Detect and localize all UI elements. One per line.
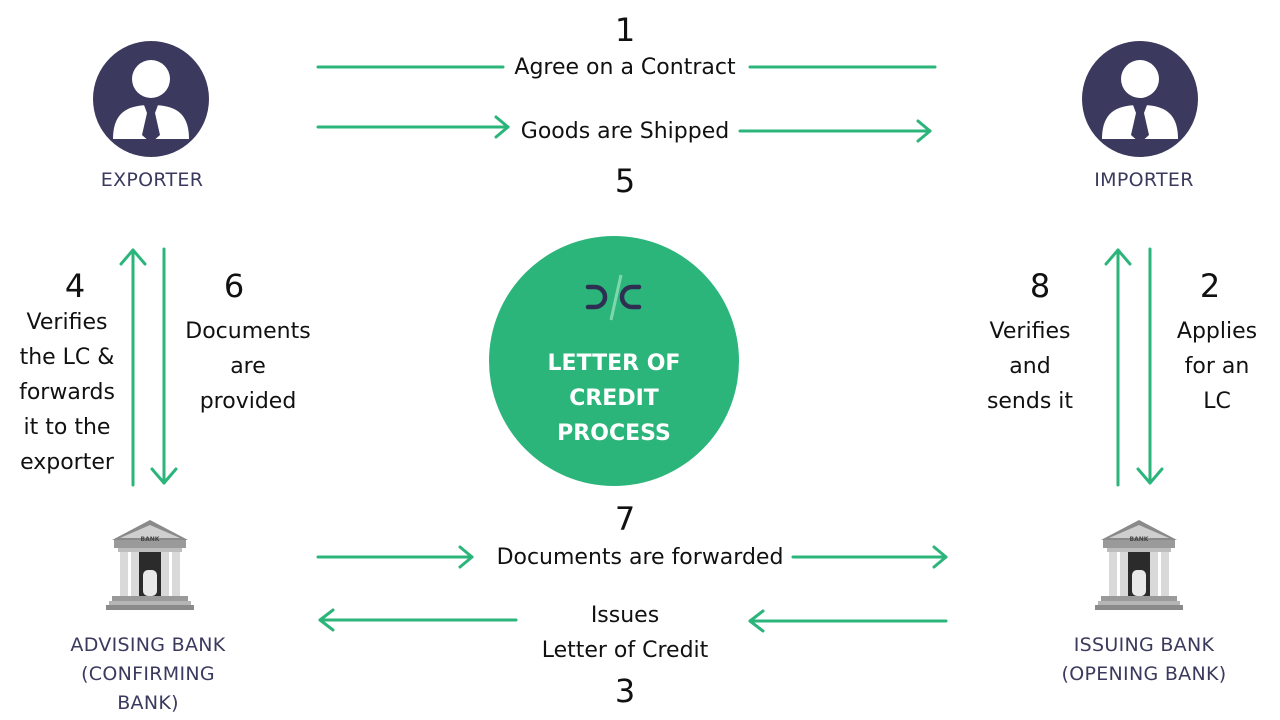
step-8-number: 8 <box>1029 267 1051 305</box>
step-6-line3: provided <box>199 389 297 414</box>
lc-logo-icon <box>585 274 642 321</box>
step-7-number: 7 <box>614 500 636 538</box>
step-4-line1: Verifies <box>26 310 108 335</box>
step-2-line2: for an <box>1184 354 1250 379</box>
step-5-number: 5 <box>614 162 636 200</box>
issuing-bank-line2: (OPENING BANK) <box>1061 663 1227 685</box>
step-7-label: Documents are forwarded <box>496 545 784 570</box>
step-3-line1: Issues <box>590 603 660 628</box>
advising-bank-line3: BANK) <box>117 692 179 714</box>
advising-bank-sign: BANK <box>141 536 160 543</box>
advising-bank-line2: (CONFIRMING <box>81 663 215 685</box>
step-2-line3: LC <box>1203 389 1231 414</box>
issuing-bank-sign: BANK <box>1130 536 1149 543</box>
step-4-line3: forwards <box>19 380 115 405</box>
importer-label: IMPORTER <box>1094 169 1194 191</box>
step-6-line2: are <box>230 354 266 379</box>
step-4-line4: it to the <box>23 415 111 440</box>
advising-bank-label: ADVISING BANK (CONFIRMING BANK) <box>32 631 264 718</box>
step-8-line1: Verifies <box>989 319 1071 344</box>
issuing-bank-icon <box>1095 520 1183 610</box>
documents-provided-down-arrow <box>150 247 178 485</box>
step-1-number: 1 <box>614 11 636 49</box>
exporter-person-icon <box>93 41 209 157</box>
step-3-number: 3 <box>614 672 636 710</box>
applies-lc-down-arrow <box>1136 247 1164 485</box>
step-8-line3: sends it <box>986 389 1074 414</box>
step-1-label: Agree on a Contract <box>514 55 736 80</box>
issuing-bank-label: ISSUING BANK (OPENING BANK) <box>1030 631 1258 689</box>
center-title-line3: PROCESS <box>557 421 671 446</box>
step-4-line5: exporter <box>20 450 114 475</box>
issues-lc-arrow <box>318 608 948 633</box>
verify-forward-up-arrow <box>119 248 147 487</box>
verifies-sends-up-arrow <box>1104 248 1132 487</box>
step-8-label: Verifies and sends it <box>970 314 1090 419</box>
advising-bank-line1: ADVISING BANK <box>70 634 226 656</box>
exporter-label: EXPORTER <box>100 169 204 191</box>
step-3-label: Issues Letter of Credit <box>510 598 740 668</box>
center-title-line2: CREDIT <box>569 386 659 411</box>
issuing-bank-line1: ISSUING BANK <box>1073 634 1215 656</box>
step-6-number: 6 <box>223 267 245 305</box>
advising-bank-icon <box>106 520 194 610</box>
step-2-number: 2 <box>1199 267 1221 305</box>
step-2-label: Applies for an LC <box>1167 314 1267 419</box>
center-circle: LETTER OF CREDIT PROCESS <box>489 236 739 486</box>
importer-person-icon <box>1082 41 1198 157</box>
step-4-label: Verifies the LC & forwards it to the exp… <box>2 305 132 480</box>
center-title-line1: LETTER OF <box>547 351 681 376</box>
step-3-line2: Letter of Credit <box>541 638 709 663</box>
step-5-label: Goods are Shipped <box>520 119 730 144</box>
center-title: LETTER OF CREDIT PROCESS <box>489 346 739 451</box>
step-6-line1: Documents <box>185 319 311 344</box>
step-2-line1: Applies <box>1176 319 1258 344</box>
step-8-line2: and <box>1009 354 1051 379</box>
step-6-label: Documents are provided <box>178 314 318 419</box>
step-4-line2: the LC & <box>19 345 115 370</box>
step-4-number: 4 <box>64 267 86 305</box>
documents-forwarded-arrow <box>316 545 948 569</box>
goods-shipped-arrow <box>316 115 932 143</box>
